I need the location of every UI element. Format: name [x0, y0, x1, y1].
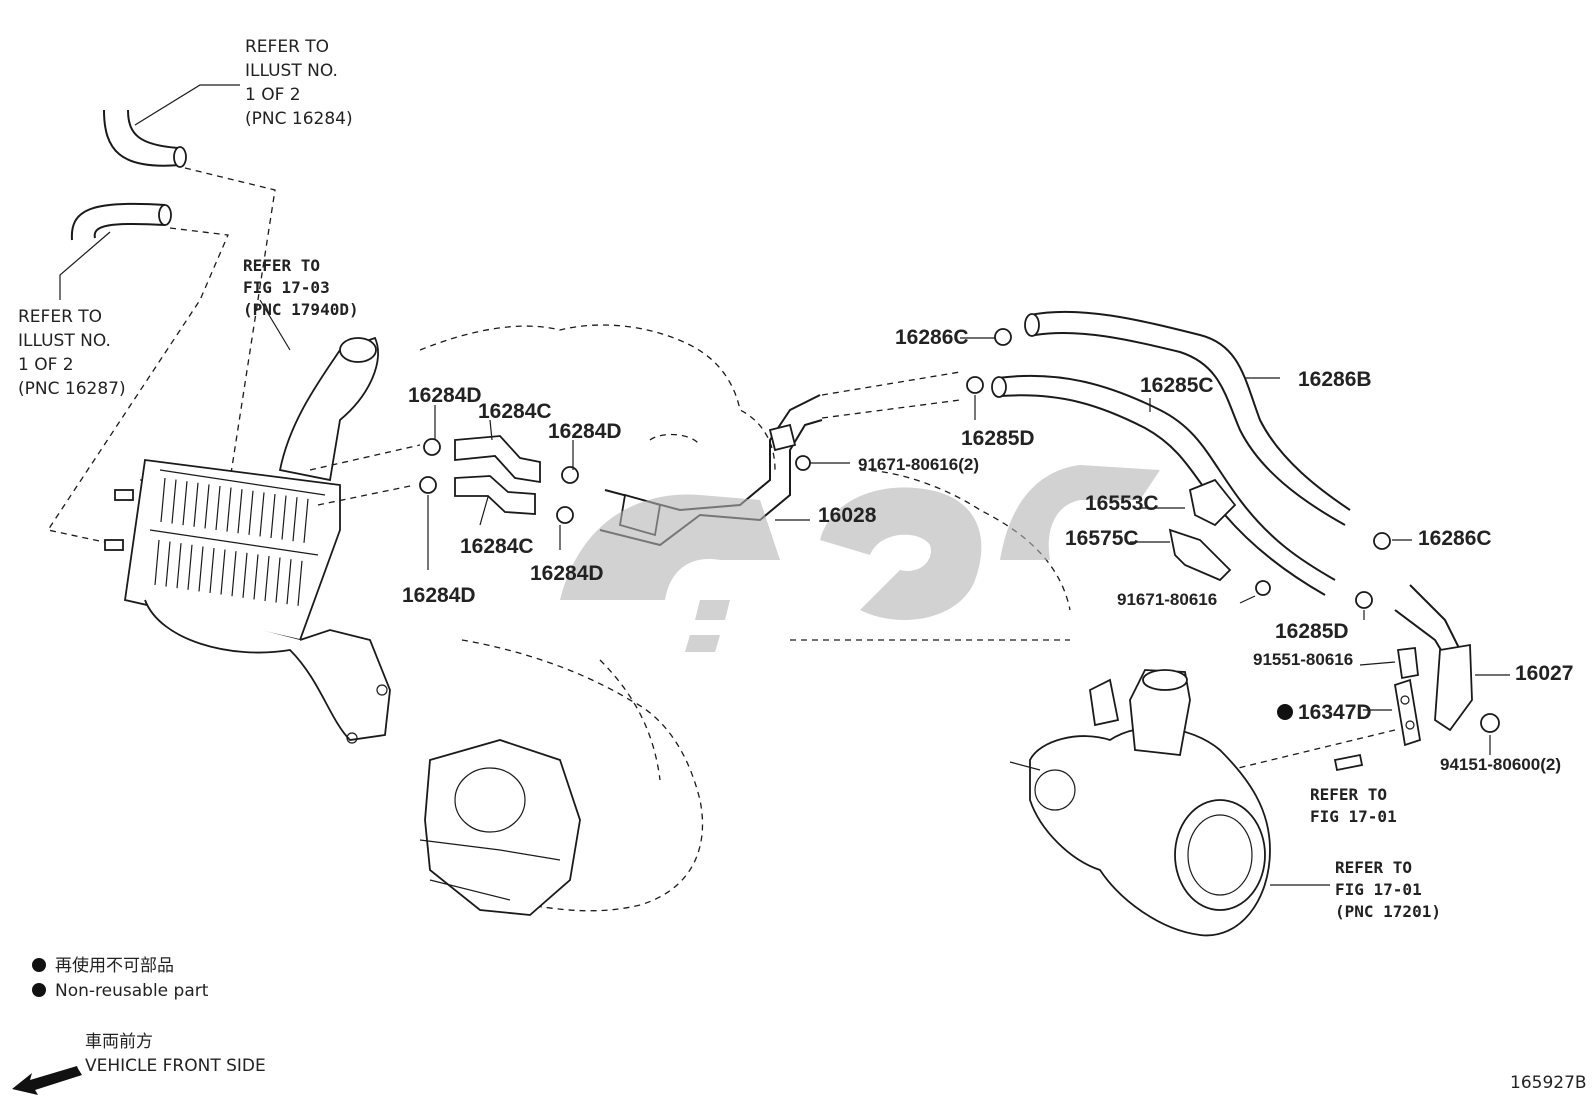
legend-nonreusable-en: Non-reusable part	[55, 981, 209, 1001]
watermark-logo	[560, 465, 1160, 652]
refer-note-line: ILLUST NO.	[245, 61, 338, 81]
intercooler-fin	[198, 546, 204, 592]
part-label-16553C: 16553C	[1085, 492, 1159, 515]
refer-note-line: FIG 17-01	[1310, 807, 1397, 826]
part-label-16285C: 16285C	[1140, 374, 1214, 397]
part-label-16284C: 16284C	[460, 535, 534, 558]
refer-note-line: REFER TO	[243, 256, 320, 275]
part-label-16028: 16028	[818, 504, 877, 527]
refer-note-line: REFER TO	[1335, 858, 1412, 877]
refer-note-line: FIG 17-03	[243, 278, 330, 297]
refer-note-fig-17-01-a: REFER TO FIG 17-01	[1310, 785, 1397, 826]
refer-note-line: REFER TO	[245, 37, 329, 57]
intercooler-fin	[165, 541, 171, 587]
part-label-16284D: 16284D	[402, 584, 476, 607]
refer-note-line: (PNC 17201)	[1335, 902, 1441, 921]
part-label-16347D: 16347D	[1298, 701, 1372, 724]
intercooler-fin	[281, 495, 287, 540]
intercooler-fin	[237, 489, 243, 534]
intercooler-fin	[303, 498, 309, 543]
part-label-16284D: 16284D	[408, 384, 482, 407]
pipe-16027	[1394, 584, 1510, 755]
non-reusable-dot-icon	[32, 983, 46, 997]
part-label-16286C-right: 16286C	[1418, 527, 1492, 550]
refer-note-line: FIG 17-01	[1335, 880, 1422, 899]
intercooler-fin	[193, 482, 199, 527]
part-label-16285D-bottom: 16285D	[1275, 620, 1349, 643]
intercooler-fin	[220, 549, 226, 595]
front-arrow-head-icon	[12, 1066, 80, 1095]
part-labels: 16286C 16286B 16285C 16285D 91671-80616(…	[402, 326, 1573, 774]
part-label-16284C: 16284C	[478, 400, 552, 423]
part-label-16286C: 16286C	[895, 326, 969, 349]
hose-16287-ref	[46, 202, 229, 546]
refer-note-line: 1 OF 2	[18, 355, 74, 375]
legend-front-en: VEHICLE FRONT SIDE	[85, 1056, 266, 1076]
refer-note-line: REFER TO	[18, 307, 102, 327]
gasket-16347D	[1229, 647, 1422, 772]
intercooler-fin	[259, 492, 265, 537]
hoses-16284C	[309, 405, 579, 570]
legend: 再使用不可部品 Non-reusable part 車両前方 VEHICLE F…	[55, 955, 266, 1076]
part-label-16027: 16027	[1515, 662, 1573, 685]
intercooler-fin	[297, 560, 303, 606]
intercooler-fin	[160, 477, 166, 523]
intercooler	[104, 299, 391, 744]
intercooler-fin	[242, 552, 248, 598]
non-reusable-dot-icon	[1277, 704, 1293, 720]
refer-note-fig-17-01-b: REFER TO FIG 17-01 (PNC 17201)	[1335, 858, 1441, 921]
refer-note-fig-17-03: REFER TO FIG 17-03 (PNC 17940D)	[243, 256, 359, 319]
intercooler-fin	[286, 559, 292, 605]
turbocharger	[1009, 669, 1330, 937]
part-label-91551-80616: 91551-80616	[1253, 650, 1353, 669]
part-label-91671-80616-2: 91671-80616(2)	[858, 455, 979, 474]
intercooler-fin	[248, 490, 254, 535]
refer-note-top: REFER TO ILLUST NO. 1 OF 2 (PNC 16284)	[245, 37, 353, 129]
intercooler-fin	[231, 551, 237, 597]
refer-note-line: REFER TO	[1310, 785, 1387, 804]
part-label-16286B: 16286B	[1298, 368, 1372, 391]
intercooler-fin	[171, 479, 177, 524]
part-label-16575C: 16575C	[1065, 527, 1139, 550]
part-label-91671-80616: 91671-80616	[1117, 590, 1217, 609]
intercooler-fin	[154, 539, 160, 586]
brackets	[1130, 478, 1271, 604]
part-label-94151-80600-2: 94151-80600(2)	[1440, 755, 1561, 774]
intercooler-fin	[204, 484, 210, 529]
intercooler-fin	[226, 487, 232, 532]
part-label-16285D: 16285D	[961, 427, 1035, 450]
refer-note-line: (PNC 17940D)	[243, 300, 359, 319]
refer-note-left: REFER TO ILLUST NO. 1 OF 2 (PNC 16287)	[18, 307, 126, 399]
intercooler-fin	[264, 555, 270, 602]
refer-note-line: ILLUST NO.	[18, 331, 111, 351]
manifold-lower	[419, 739, 581, 916]
refer-note-line: (PNC 16284)	[245, 109, 353, 129]
part-label-16284D: 16284D	[548, 420, 622, 443]
refer-note-line: (PNC 16287)	[18, 379, 126, 399]
intercooler-fin	[187, 544, 193, 590]
intercooler-fin	[253, 554, 259, 600]
intercooler-fin	[270, 493, 276, 539]
legend-nonreusable-jp: 再使用不可部品	[55, 955, 174, 976]
non-reusable-dot-icon	[32, 958, 46, 972]
refer-note-line: 1 OF 2	[245, 85, 301, 105]
intercooler-fin	[215, 485, 221, 531]
intercooler-fin	[176, 543, 182, 589]
legend-front-jp: 車両前方	[85, 1032, 153, 1052]
intercooler-fin	[292, 497, 298, 542]
intercooler-fin	[182, 481, 188, 526]
intercooler-fin	[209, 547, 215, 594]
intercooler-fin	[275, 557, 281, 603]
engine-outline	[419, 324, 1071, 912]
illustration-id: 165927B	[1510, 1073, 1587, 1093]
hoses-upper	[960, 310, 1412, 620]
part-label-16284D: 16284D	[530, 562, 604, 585]
